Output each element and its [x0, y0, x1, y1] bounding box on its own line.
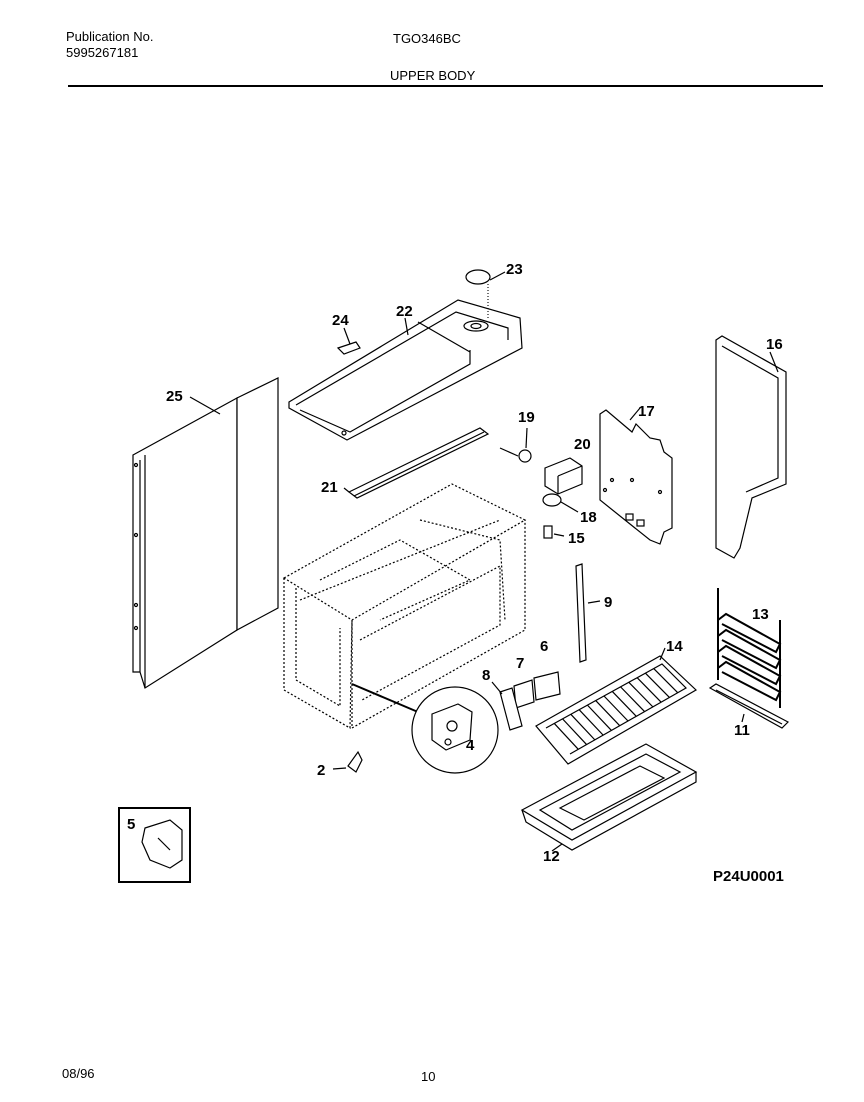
part-16-side-trim	[715, 335, 787, 559]
callout-19: 19	[518, 409, 535, 426]
callout-9: 9	[604, 594, 612, 611]
rack-guide-loop	[717, 612, 782, 654]
part-2-clip	[332, 750, 363, 773]
rack-bar	[595, 700, 621, 727]
part-5-detail	[118, 807, 191, 883]
callout-4: 4	[466, 737, 475, 754]
part-22-top-panel	[288, 299, 523, 441]
rack-bar	[578, 709, 604, 736]
callout-13: 13	[752, 606, 769, 623]
publication-label: Publication No.	[66, 29, 154, 44]
rack-bar	[570, 713, 596, 741]
callout-8: 8	[482, 667, 490, 684]
rack-bar	[636, 677, 662, 703]
callout-20: 20	[574, 436, 591, 453]
part-13-rack-guides	[717, 588, 782, 708]
part-24-bracket	[336, 327, 361, 355]
callout-7: 7	[516, 655, 524, 672]
rack-bar	[562, 718, 588, 745]
header-rule	[68, 85, 823, 87]
callout-16: 16	[766, 336, 783, 353]
part-7-plate	[513, 679, 535, 709]
callout-12: 12	[543, 848, 560, 865]
callout-17: 17	[638, 403, 655, 420]
rack-bar	[645, 672, 670, 698]
rack-guide-loop	[717, 660, 782, 702]
footer-date: 08/96	[62, 1066, 95, 1081]
rack-bar	[628, 681, 654, 708]
rack-bar	[603, 695, 629, 722]
part-14-rack	[535, 647, 697, 765]
part-23-cap	[465, 269, 506, 318]
part-25-side-panel	[132, 377, 279, 689]
part-8-plate	[491, 681, 523, 731]
callout-6: 6	[540, 638, 548, 655]
model-number: TGO346BC	[393, 31, 461, 46]
part-20-module	[544, 457, 583, 495]
oven-cavity	[282, 483, 527, 730]
part-18-igniter	[542, 493, 579, 513]
part-4-detail	[351, 683, 499, 774]
part-12-broiler-pan	[520, 743, 698, 852]
callout-11: 11	[734, 722, 750, 739]
rack-bar	[653, 668, 679, 694]
publication-number: 5995267181	[66, 45, 139, 60]
figure-code: P24U0001	[713, 868, 784, 885]
callout-15: 15	[568, 530, 585, 547]
rack-bar	[553, 723, 579, 750]
callout-14: 14	[666, 638, 683, 655]
part-15-clip	[543, 525, 565, 539]
rack-bar	[586, 704, 612, 731]
callout-23: 23	[506, 261, 523, 278]
rack-bar	[611, 691, 637, 717]
page-number: 10	[421, 1069, 436, 1084]
callout-24: 24	[332, 312, 349, 329]
rack-bar	[620, 686, 646, 712]
part-11-rail	[708, 683, 789, 729]
callout-5: 5	[127, 816, 135, 833]
part-19-bulb	[499, 427, 532, 463]
callout-22: 22	[396, 303, 413, 320]
callout-18: 18	[580, 509, 597, 526]
callout-2: 2	[317, 762, 325, 779]
part-21-rail	[343, 427, 490, 499]
section-title: UPPER BODY	[390, 68, 476, 83]
rack-guide-loop	[717, 644, 782, 686]
callout-21: 21	[321, 479, 338, 496]
rack-guide-loop	[717, 628, 782, 670]
part-17-back-plate	[599, 407, 673, 545]
part-9-strip	[575, 563, 601, 663]
part-6-plate	[533, 671, 561, 701]
callout-25: 25	[166, 388, 183, 405]
